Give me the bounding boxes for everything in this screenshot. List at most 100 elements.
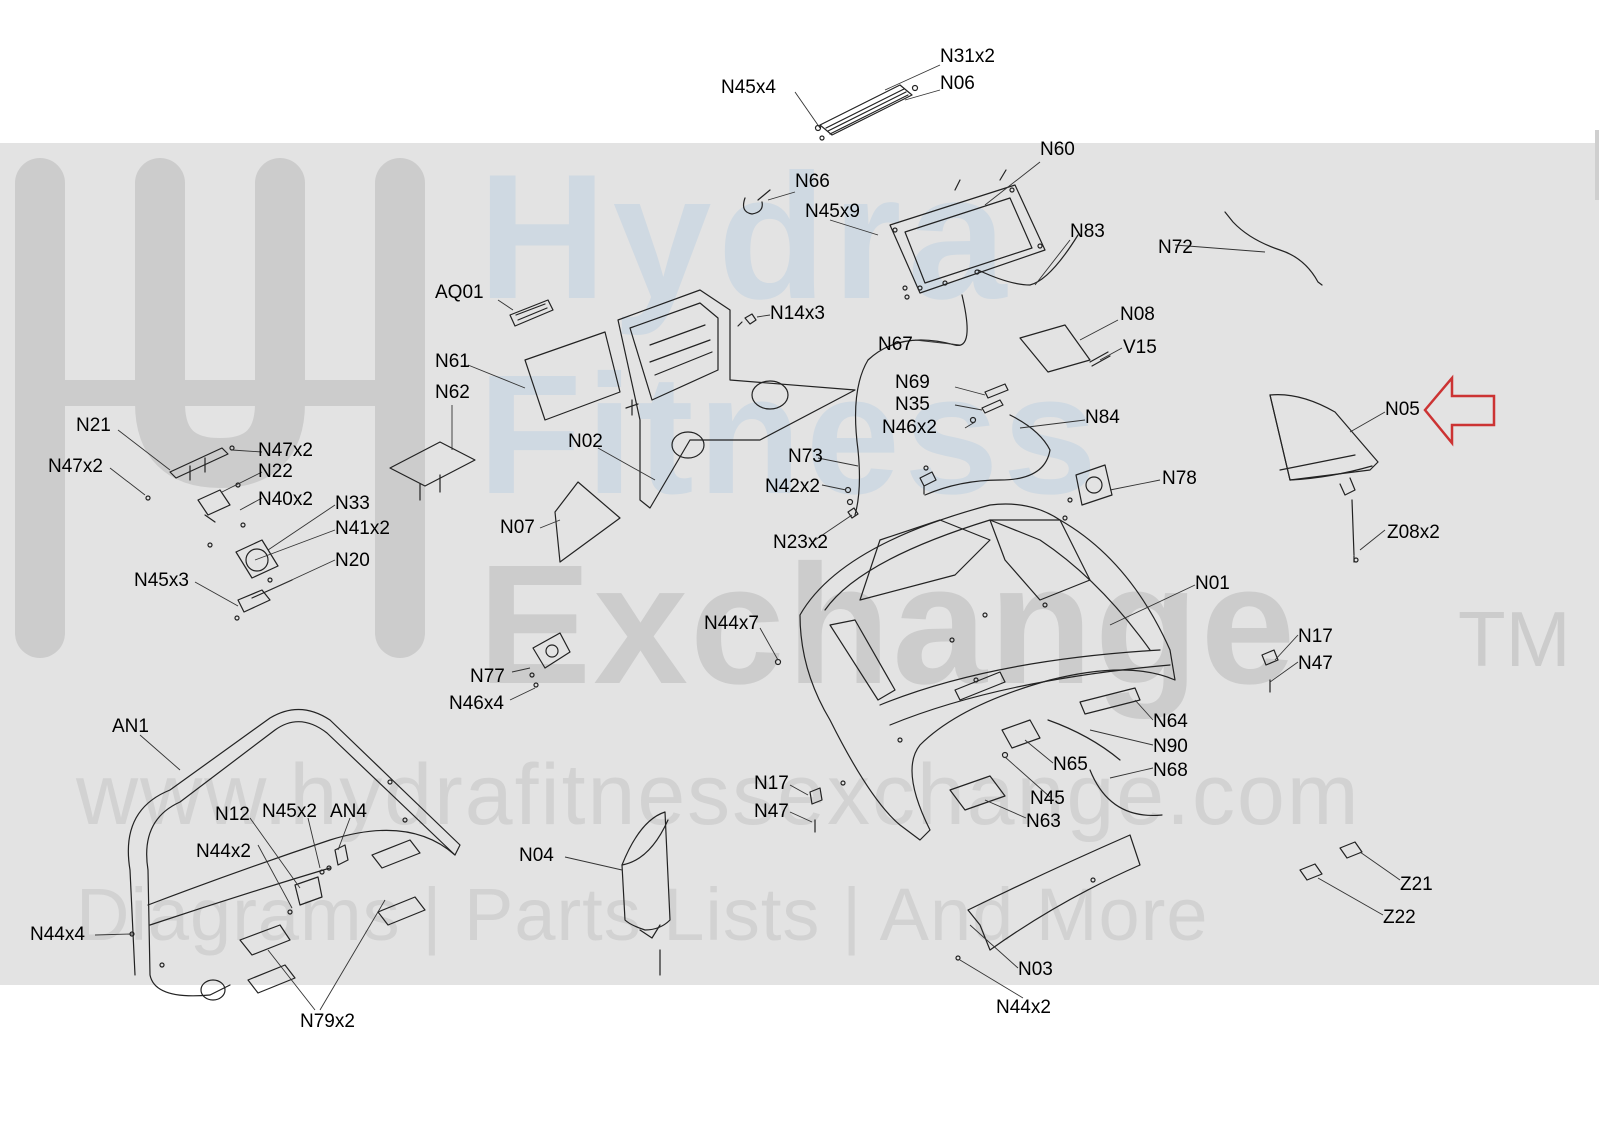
- part-label-n62: N62: [435, 382, 470, 403]
- part-label-n45: N45: [1030, 788, 1065, 809]
- part-shape-n35: [981, 399, 1004, 414]
- part-shape-n67: [854, 294, 968, 516]
- watermark-url: www.hydrafitnessexchange.com: [76, 747, 1361, 843]
- part-label-n46x4: N46x4: [449, 693, 504, 714]
- part-label-z08x2: Z08x2: [1387, 522, 1440, 543]
- part-shape-n61: [524, 331, 621, 421]
- part-shape-n17-left: [809, 780, 846, 833]
- part-shape-n77: [529, 632, 571, 688]
- part-label-n17b: N17: [754, 773, 789, 794]
- part-label-n73: N73: [788, 446, 823, 467]
- part-shape-n07: [554, 481, 621, 563]
- part-shape-n60: [889, 169, 1046, 300]
- part-label-n04: N04: [519, 845, 554, 866]
- part-label-n66: N66: [795, 171, 830, 192]
- part-shape-n69: [984, 383, 1009, 399]
- part-shape-n65: [1001, 719, 1041, 749]
- part-label-n72: N72: [1158, 237, 1193, 258]
- part-label-n01: N01: [1195, 573, 1230, 594]
- part-shape-n14: [737, 313, 757, 327]
- part-label-n45x2: N45x2: [262, 801, 317, 822]
- watermark-tagline: Diagrams | Parts Lists | And More: [76, 873, 1209, 956]
- part-label-n23x2: N23x2: [773, 532, 828, 553]
- scrollbar[interactable]: [1595, 130, 1599, 200]
- part-shape-n64: [1079, 687, 1141, 715]
- part-shape-n05: [1269, 394, 1379, 556]
- part-shape-z22: [1299, 863, 1323, 881]
- part-label-n69: N69: [895, 372, 930, 393]
- part-shape-n01: [799, 503, 1176, 841]
- part-label-n14x3: N14x3: [770, 303, 825, 324]
- part-shape-n08: [1019, 324, 1091, 373]
- part-label-n05: N05: [1385, 399, 1420, 420]
- part-label-n90: N90: [1153, 736, 1188, 757]
- highlight-arrow: [1423, 374, 1496, 447]
- part-label-n45x9: N45x9: [805, 201, 860, 222]
- part-shape-n78: [1062, 464, 1113, 521]
- part-shape-n03: [955, 834, 1141, 961]
- part-label-n44x4: N44x4: [30, 924, 85, 945]
- part-label-n44x2b: N44x2: [996, 997, 1051, 1018]
- watermark-brand-fitness: Fitness: [478, 340, 1102, 530]
- part-label-n67: N67: [878, 334, 913, 355]
- part-label-n40x2: N40x2: [258, 489, 313, 510]
- part-label-n44x2a: N44x2: [196, 841, 251, 862]
- part-shape-n04: [621, 811, 671, 976]
- part-shape-aq01: [509, 299, 554, 327]
- part-label-n12: N12: [215, 804, 250, 825]
- part-label-n45x4: N45x4: [721, 77, 776, 98]
- watermark-logo-mark: [15, 158, 425, 658]
- part-shape-z21: [1339, 841, 1363, 859]
- part-label-n33: N33: [335, 493, 370, 514]
- part-shape-n12: [287, 844, 349, 915]
- watermark-trademark: TM: [1458, 595, 1571, 683]
- part-label-aq01: AQ01: [435, 282, 484, 303]
- part-shape-n79x2: [239, 839, 426, 994]
- part-label-n31x2: N31x2: [940, 46, 995, 67]
- part-label-n65: N65: [1053, 754, 1088, 775]
- part-label-z21: Z21: [1400, 874, 1433, 895]
- part-shape-n83: [977, 234, 1079, 286]
- part-label-n78: N78: [1162, 468, 1197, 489]
- part-label-n63: N63: [1026, 811, 1061, 832]
- part-label-an4: AN4: [330, 801, 367, 822]
- part-label-an1: AN1: [112, 716, 149, 737]
- part-label-n47x2a: N47x2: [48, 456, 103, 477]
- leader-lines: [94, 64, 1401, 1011]
- part-label-v15: V15: [1123, 337, 1157, 358]
- part-shape-v15: [1089, 351, 1111, 367]
- part-shape-n66: [742, 189, 771, 215]
- part-label-n83: N83: [1070, 221, 1105, 242]
- part-label-n08: N08: [1120, 304, 1155, 325]
- part-label-n68: N68: [1153, 760, 1188, 781]
- part-label-z22: Z22: [1383, 907, 1416, 928]
- part-shape-n62: [389, 441, 476, 501]
- part-label-n47x2b: N47x2: [258, 440, 313, 461]
- part-label-n41x2: N41x2: [335, 518, 390, 539]
- part-label-n47b: N47: [754, 801, 789, 822]
- part-shape-n72: [1224, 211, 1323, 286]
- part-label-n45x3: N45x3: [134, 570, 189, 591]
- watermark-brand-exchange: Exchange: [478, 530, 1298, 720]
- part-shape-n68: [1089, 769, 1163, 817]
- part-label-n42x2: N42x2: [765, 476, 820, 497]
- part-shape-n63: [949, 775, 1006, 811]
- part-label-n02: N02: [568, 431, 603, 452]
- watermark-brand-hydra: Hydra: [478, 137, 1013, 336]
- part-label-n79x2: N79x2: [300, 1011, 355, 1032]
- part-shape-n06: [814, 84, 919, 141]
- part-label-n47a: N47: [1298, 653, 1333, 674]
- part-label-n22: N22: [258, 461, 293, 482]
- part-label-n07: N07: [500, 517, 535, 538]
- part-shape-n46x2: [969, 416, 977, 424]
- part-label-n35: N35: [895, 394, 930, 415]
- part-label-n20: N20: [335, 550, 370, 571]
- part-label-n77: N77: [470, 666, 505, 687]
- part-label-n64: N64: [1153, 711, 1188, 732]
- part-label-n60: N60: [1040, 139, 1075, 160]
- part-shape-n33: [207, 539, 279, 583]
- part-shape-n90: [1047, 719, 1121, 761]
- part-shape-n02: [617, 289, 856, 509]
